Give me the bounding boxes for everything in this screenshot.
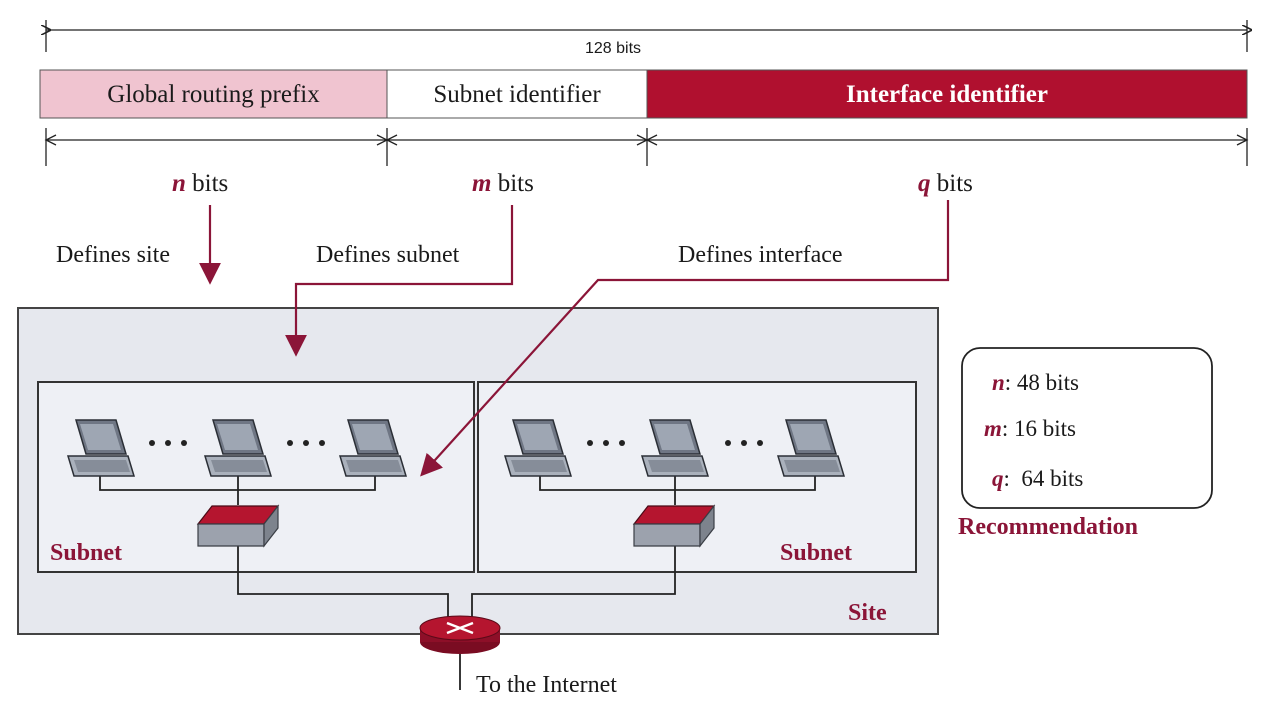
switch-icon (197, 505, 279, 547)
recommendation-box (961, 347, 1213, 509)
subnet-label-left: Subnet (50, 540, 123, 566)
defines-site-label: Defines site (56, 242, 170, 268)
total-bits-label: 128 bits (585, 40, 642, 57)
ellipsis-dots (149, 440, 763, 446)
address-bar (39, 69, 1248, 119)
backbone-wiring (237, 546, 676, 690)
segment-dimensions (44, 128, 1249, 166)
subnet-identifier-label: Subnet identifier (433, 81, 601, 108)
router-icon (419, 615, 501, 654)
left-subnet-wiring (99, 476, 376, 505)
recommendation-q-row: q: 64 bits (992, 466, 1084, 491)
global-routing-prefix-field (39, 69, 388, 119)
internet-label: To the Internet (476, 672, 617, 698)
recommendation-n-row: n: 48 bits (992, 370, 1079, 395)
right-subnet-wiring (539, 476, 816, 505)
arrow-icon (199, 200, 950, 477)
interface-identifier-label: Interface identifier (845, 81, 1048, 108)
switch-icon (633, 505, 715, 547)
site-label: Site (848, 600, 887, 626)
defines-subnet-label: Defines subnet (316, 242, 460, 268)
q-bits-label: q bits (918, 170, 973, 197)
interface-identifier-field (646, 69, 1248, 119)
recommendation-title: Recommendation (958, 514, 1138, 540)
n-bits-label: n bits (172, 170, 229, 197)
m-bits-label: m bits (472, 170, 534, 197)
recommendation-m-row: m: 16 bits (984, 416, 1077, 441)
subnet-identifier-field (386, 69, 648, 119)
subnet-label-right: Subnet (780, 540, 853, 566)
defines-interface-label: Defines interface (678, 242, 843, 268)
total-width-dimension (46, 20, 1247, 52)
global-routing-prefix-label: Global routing prefix (107, 81, 320, 108)
